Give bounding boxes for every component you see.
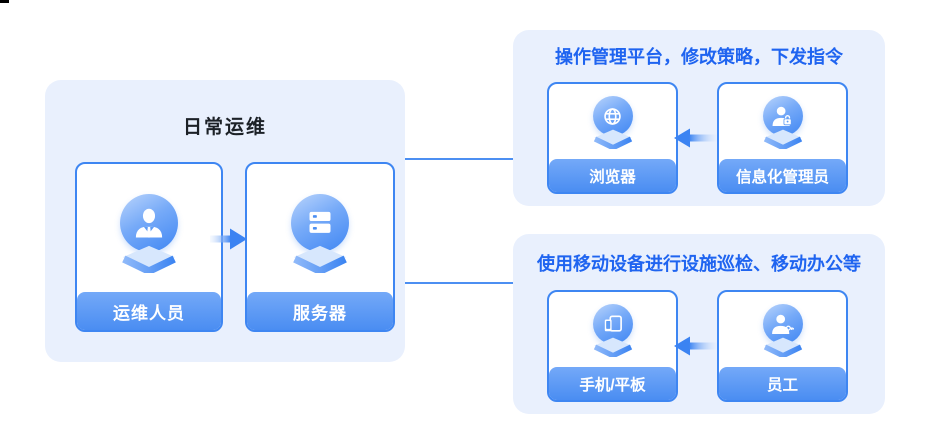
panel-mobile-inspection-title: 使用移动设备进行设施巡检、移动办公等	[537, 254, 861, 274]
admin-person-lock-icon	[762, 96, 803, 136]
panel-manage-platform: 操作管理平台，修改策略，下发指令 浏览器	[513, 30, 885, 206]
phone-tablet-icon	[592, 304, 633, 344]
card-phone-tablet: 手机/平板	[547, 290, 678, 402]
layer-chevron-icon	[122, 245, 176, 273]
card-ops-staff: 运维人员	[75, 162, 223, 332]
arrow-left-icon	[674, 336, 717, 356]
panel-manage-platform-title: 操作管理平台，修改策略，下发指令	[555, 47, 843, 67]
arrow-left-icon	[674, 128, 717, 148]
connector-line-top	[405, 158, 513, 160]
layer-chevron-icon	[593, 129, 632, 149]
layer-chevron-icon	[593, 337, 632, 357]
card-label: 员工	[719, 367, 846, 400]
ops-staff-medal	[77, 164, 221, 273]
card-server: 服务器	[245, 162, 395, 332]
panel-daily-ops-title: 日常运维	[182, 117, 267, 138]
browser-medal	[549, 84, 676, 149]
it-admin-medal	[719, 84, 846, 149]
server-medal	[247, 164, 393, 273]
panel-mobile-inspection: 使用移动设备进行设施巡检、移动办公等 手机/平板	[513, 234, 885, 414]
card-browser: 浏览器	[547, 82, 678, 194]
panel-daily-ops: 日常运维 运维人员	[45, 80, 405, 362]
card-it-admin: 信息化管理员	[717, 82, 848, 194]
card-label: 信息化管理员	[719, 159, 846, 192]
operator-person-icon	[120, 194, 178, 252]
corner-mark	[0, 0, 9, 3]
layer-chevron-icon	[763, 337, 802, 357]
server-icon	[291, 194, 349, 252]
card-employee: 员工	[717, 290, 848, 402]
arrow-right-icon	[210, 228, 247, 250]
card-label: 手机/平板	[549, 367, 676, 400]
card-label: 浏览器	[549, 159, 676, 192]
phone-tablet-medal	[549, 292, 676, 357]
browser-globe-icon	[592, 96, 633, 136]
card-label: 运维人员	[77, 292, 221, 330]
employee-medal	[719, 292, 846, 357]
employee-person-icon	[762, 304, 803, 344]
card-label: 服务器	[247, 292, 393, 330]
layer-chevron-icon	[763, 129, 802, 149]
layer-chevron-icon	[293, 245, 347, 273]
connector-line-bottom	[405, 282, 513, 284]
